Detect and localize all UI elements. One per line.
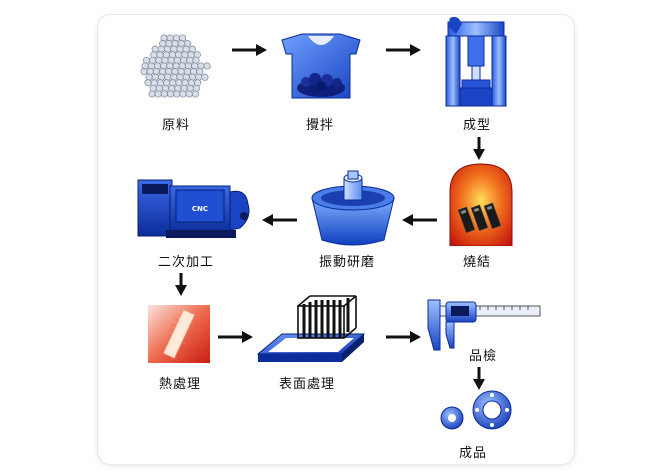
step-label-product: 成品 [459, 446, 488, 461]
cnc-text: CNC [192, 205, 208, 213]
step-label-form: 成型 [463, 118, 492, 133]
arrow-raw-to-mix [232, 43, 268, 57]
arrow-surface-to-inspect [386, 330, 422, 344]
arrow-secondary-to-heat [174, 273, 188, 297]
arrow-mix-to-form [386, 43, 422, 57]
step-label-vibration: 振動研磨 [319, 255, 376, 270]
step-label-raw: 原料 [162, 118, 191, 133]
sintering-furnace-illustration [448, 162, 514, 246]
step-label-mix: 攪拌 [306, 118, 335, 133]
surface-treatment-illustration [256, 292, 366, 364]
mixing-illustration [280, 32, 362, 104]
step-label-inspect: 品檢 [469, 349, 498, 364]
arrow-inspect-to-product [472, 367, 486, 391]
heat-treatment-illustration [147, 304, 211, 364]
cnc-machine-illustration: CNC [136, 170, 254, 240]
finished-products-illustration [436, 390, 528, 436]
caliper-inspection-illustration [424, 298, 544, 352]
step-label-secondary: 二次加工 [158, 255, 215, 270]
arrow-form-to-sinter [472, 137, 486, 161]
step-label-sinter: 燒結 [463, 255, 492, 270]
vibration-grinding-illustration [308, 170, 398, 246]
arrow-sinter-to-vibration [401, 213, 437, 227]
arrow-heat-to-surface [218, 330, 254, 344]
forming-press-illustration [440, 16, 512, 108]
step-label-heat: 熱處理 [159, 377, 202, 392]
step-label-surface: 表面處理 [279, 377, 336, 392]
arrow-vibration-to-secondary [261, 213, 297, 227]
raw-material-illustration [133, 30, 215, 102]
